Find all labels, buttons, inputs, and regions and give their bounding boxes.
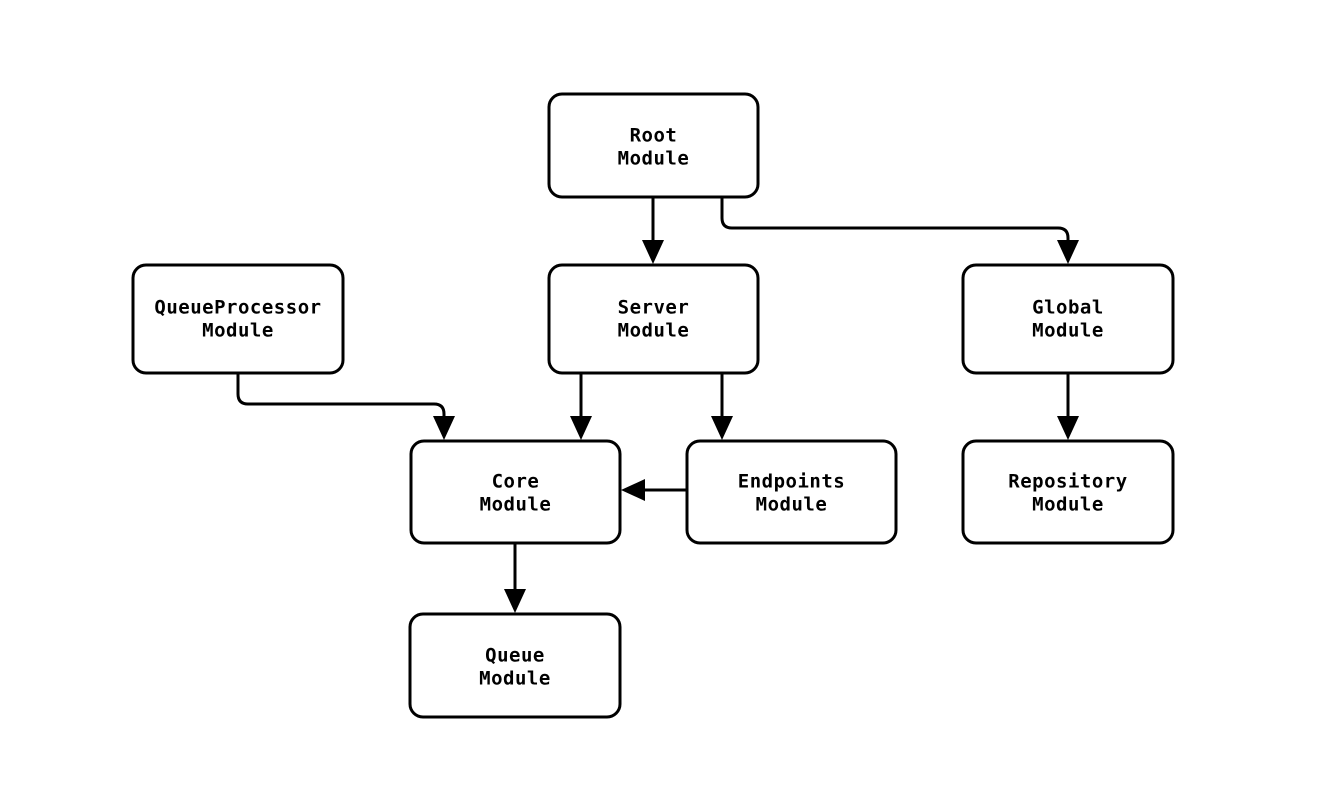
node-label-line1: Core xyxy=(492,471,540,493)
node-label-line2: Module xyxy=(618,148,690,170)
node-server-module[interactable]: Server Module xyxy=(547,263,760,375)
node-box[interactable] xyxy=(409,439,622,545)
node-label-line1: Repository xyxy=(1008,471,1127,493)
arrowhead-icon xyxy=(433,416,455,440)
node-box[interactable] xyxy=(547,263,760,375)
node-label-line2: Module xyxy=(479,668,551,690)
node-label-line1: Global xyxy=(1032,297,1104,319)
edge-server-to-endpoints xyxy=(711,373,733,440)
node-box[interactable] xyxy=(961,439,1175,545)
node-global-module[interactable]: Global Module xyxy=(961,263,1175,375)
arrowhead-icon xyxy=(642,240,664,264)
node-queueprocessor-module[interactable]: QueueProcessor Module xyxy=(131,263,345,375)
node-label-line2: Module xyxy=(1032,494,1104,516)
node-endpoints-module[interactable]: Endpoints Module xyxy=(685,439,898,545)
node-box[interactable] xyxy=(408,612,622,719)
edge-line xyxy=(236,373,446,425)
node-label-line1: Endpoints xyxy=(738,471,845,493)
arrowhead-icon xyxy=(711,416,733,440)
arrowhead-icon xyxy=(1057,240,1079,264)
edge-line xyxy=(720,197,1070,249)
node-label-line1: Root xyxy=(630,125,678,147)
arrowhead-icon xyxy=(570,416,592,440)
node-box[interactable] xyxy=(547,92,760,199)
node-queue-module[interactable]: Queue Module xyxy=(408,612,622,719)
edge-endpoints-to-core xyxy=(621,479,687,501)
edge-global-to-repository xyxy=(1057,373,1079,440)
node-label-line1: Queue xyxy=(485,645,545,667)
node-box[interactable] xyxy=(685,439,898,545)
node-root-module[interactable]: Root Module xyxy=(547,92,760,199)
arrowhead-icon xyxy=(504,589,526,613)
node-label-line1: Server xyxy=(618,297,690,319)
node-label-line2: Module xyxy=(480,494,552,516)
arrowhead-icon xyxy=(1057,416,1079,440)
edge-server-to-core xyxy=(570,373,592,440)
node-label-line2: Module xyxy=(618,320,690,342)
node-label-line2: Module xyxy=(202,320,274,342)
edge-root-to-server xyxy=(642,197,664,264)
edge-core-to-queue xyxy=(504,543,526,613)
node-core-module[interactable]: Core Module xyxy=(409,439,622,545)
arrowhead-icon xyxy=(621,479,645,501)
node-box[interactable] xyxy=(131,263,345,375)
edge-queueprocessor-to-core xyxy=(236,373,455,440)
node-label-line2: Module xyxy=(756,494,828,516)
node-label-line1: QueueProcessor xyxy=(154,297,321,319)
node-label-line2: Module xyxy=(1032,320,1104,342)
node-box[interactable] xyxy=(961,263,1175,375)
node-repository-module[interactable]: Repository Module xyxy=(961,439,1175,545)
edge-root-to-global xyxy=(720,197,1079,264)
